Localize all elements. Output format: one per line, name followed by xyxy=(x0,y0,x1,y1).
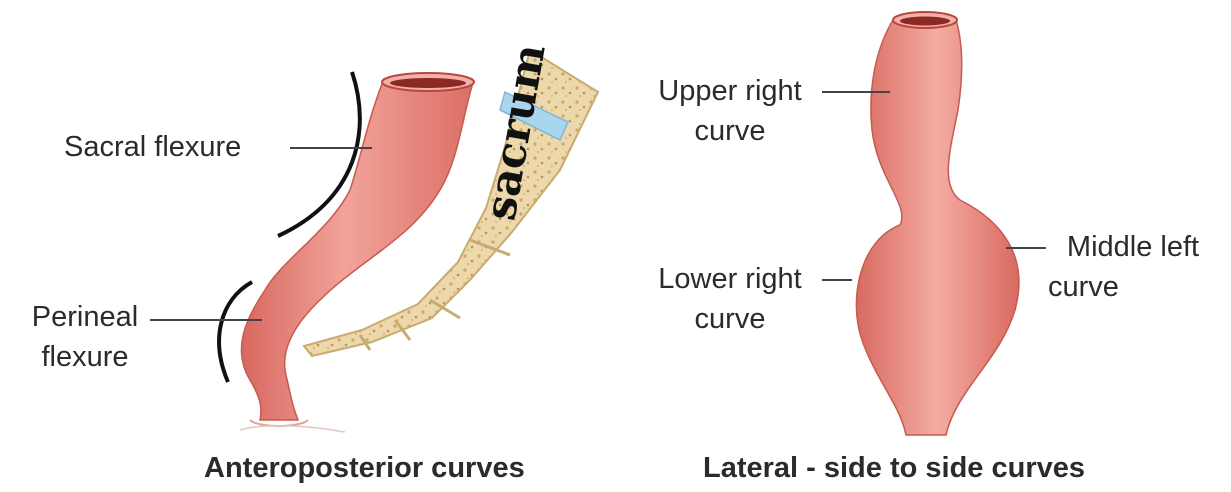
perineal-flexure-label-line1: Perineal xyxy=(20,300,150,334)
middle-left-label-line2: curve xyxy=(1048,270,1119,304)
lateral-caption: Lateral - side to side curves xyxy=(703,452,1085,485)
middle-left-label-line1: Middle left xyxy=(1048,230,1218,264)
upper-right-label-line2: curve xyxy=(640,114,820,148)
rectum-lateral xyxy=(856,12,1019,435)
lower-right-label-line2: curve xyxy=(640,302,820,336)
upper-right-label-line1: Upper right xyxy=(640,74,820,108)
perineal-flexure-label-line2: flexure xyxy=(20,340,150,374)
lower-right-label-line1: Lower right xyxy=(640,262,820,296)
lateral-lumen xyxy=(900,17,950,26)
rectum-lumen xyxy=(390,78,466,88)
sacral-flexure-label: Sacral flexure xyxy=(64,130,241,164)
rectum-anteroposterior xyxy=(240,73,474,432)
anteroposterior-caption: Anteroposterior curves xyxy=(204,452,525,485)
